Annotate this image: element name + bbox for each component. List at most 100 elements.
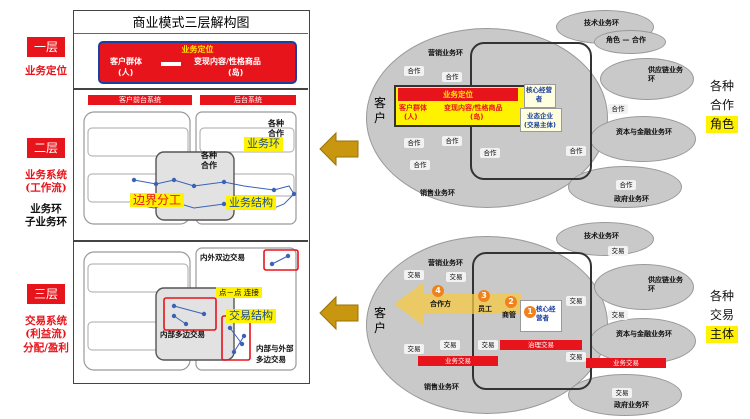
back-system-bar: 后台系统 bbox=[200, 95, 296, 105]
rb-merchant-label: 商管 bbox=[502, 311, 516, 319]
rb-step-3: 3 bbox=[478, 290, 490, 302]
positioning-right-1: 变现内容/性格商品 bbox=[194, 57, 261, 66]
rb-tech-label: 技术业务环 bbox=[584, 232, 619, 240]
layer2-caption-1: 业务系统 bbox=[25, 169, 67, 181]
rb-tech-ellipse bbox=[556, 222, 654, 256]
rb-right-label-1: 各种 bbox=[709, 289, 734, 303]
mid-coop-right-1: 各种 bbox=[268, 119, 284, 128]
rt-supply-ellipse bbox=[600, 58, 694, 100]
rb-gov-trade-bar: 治理交易 bbox=[500, 340, 582, 350]
layer1-caption: 业务定位 bbox=[25, 65, 67, 77]
rt-coop-4: 合作 bbox=[442, 136, 462, 146]
rb-step-1: 1 bbox=[524, 306, 536, 318]
rt-role-coop-label: 角色 — 合作 bbox=[606, 36, 646, 44]
rb-sales-label: 销售业务环 bbox=[424, 383, 459, 391]
arrow-top-icon bbox=[319, 131, 359, 167]
rt-right-label-3: 角色 bbox=[706, 116, 738, 133]
rb-partner-label: 合作方 bbox=[430, 300, 451, 308]
rt-coop-1: 合作 bbox=[404, 66, 424, 76]
rb-flow-arrow-icon bbox=[394, 282, 522, 326]
rt-core-mgr-box bbox=[524, 84, 556, 108]
rb-inner-frame bbox=[472, 252, 592, 390]
positioning-right-2: (岛) bbox=[228, 68, 244, 77]
layer3-caption-1: 交易系统 bbox=[25, 315, 67, 327]
rt-right-label-1: 各种 bbox=[709, 79, 734, 93]
layer1-tag: 一层 bbox=[27, 37, 65, 57]
rt-cust-group-1: 客户群体 bbox=[399, 104, 427, 112]
layer2-caption-3: 业务环 bbox=[30, 203, 62, 215]
rt-sales-label: 销售业务环 bbox=[420, 189, 455, 197]
inext-trade-label-2: 多边交易 bbox=[256, 355, 286, 364]
rb-trade-10: 交易 bbox=[612, 388, 632, 398]
positioning-left-2: (人) bbox=[118, 68, 134, 77]
mid-coop-left-2: 合作 bbox=[201, 161, 217, 170]
rt-coop-5: 合作 bbox=[410, 160, 430, 170]
rb-trade-4: 交易 bbox=[440, 340, 460, 350]
positioning-left-1: 客户群体 bbox=[110, 57, 142, 66]
boundary-label: 边界分工 bbox=[130, 193, 185, 207]
trade-structure-label: 交易结构 bbox=[226, 309, 276, 323]
rb-trade-2: 交易 bbox=[446, 272, 466, 282]
panel-divider-3 bbox=[74, 240, 308, 242]
rt-role-ellipse bbox=[594, 30, 666, 54]
business-structure-label: 业务结构 bbox=[226, 196, 276, 210]
positioning-header: 业务定位 bbox=[181, 45, 214, 54]
rb-trade-7: 交易 bbox=[566, 296, 586, 306]
p2p-label: 点－点 连接 bbox=[216, 287, 262, 298]
rb-trade-6: 交易 bbox=[608, 246, 628, 256]
rt-cust-group-2: (人) bbox=[404, 113, 418, 121]
rt-monetize-2: (岛) bbox=[470, 113, 484, 121]
rb-capital-label: 资本与金融业务环 bbox=[616, 330, 672, 338]
rt-coop-3: 合作 bbox=[404, 138, 424, 148]
rt-enterprise-box bbox=[520, 108, 562, 132]
rt-coop-7: 合作 bbox=[608, 104, 628, 114]
layer2-tag: 二层 bbox=[27, 138, 65, 158]
rb-supply-ellipse bbox=[594, 264, 694, 310]
rt-coop-9: 合作 bbox=[566, 146, 586, 156]
rb-core-mgr-label: 核心经营者 bbox=[536, 305, 556, 322]
rt-capital-ellipse bbox=[590, 116, 696, 162]
layer2-caption-2: (工作流) bbox=[25, 182, 67, 194]
rt-coop-2: 合作 bbox=[442, 72, 462, 82]
rb-step-2: 2 bbox=[505, 296, 517, 308]
inout-trade-label: 内外双边交易 bbox=[200, 253, 245, 262]
front-system-bar: 客户前台系统 bbox=[88, 95, 192, 105]
rb-marketing-label: 营销业务环 bbox=[428, 259, 463, 267]
rt-marketing-label: 营销业务环 bbox=[428, 49, 463, 57]
rt-positioning-inner bbox=[398, 88, 518, 101]
rt-capital-label: 资本与金融业务环 bbox=[616, 128, 672, 136]
panel-divider-2 bbox=[74, 88, 308, 90]
rt-gov-label: 政府业务环 bbox=[614, 195, 649, 203]
rb-trade-1: 交易 bbox=[404, 270, 424, 280]
transaction-system-diagram bbox=[83, 247, 299, 371]
business-ring-label: 业务环 bbox=[244, 137, 283, 151]
rb-trade-8: 交易 bbox=[608, 310, 628, 320]
panel-title: 商业模式三层解构图 bbox=[132, 16, 250, 31]
rt-customer-label: 客户 bbox=[374, 96, 387, 125]
rb-trade-5: 交易 bbox=[478, 340, 498, 350]
rt-enterprise-1: 业态企业 bbox=[527, 112, 553, 120]
rb-staff-label: 员工 bbox=[478, 305, 492, 313]
rt-tech-label: 技术业务环 bbox=[584, 19, 619, 27]
layer2-caption-4: 子业务环 bbox=[25, 216, 67, 228]
positioning-connector bbox=[161, 62, 181, 66]
layer3-caption-2: (利益流) bbox=[25, 328, 67, 340]
rb-right-label-2: 交易 bbox=[709, 308, 734, 322]
rb-capital-ellipse bbox=[590, 318, 696, 364]
rt-monetize-1: 变现内容/性格商品 bbox=[444, 104, 503, 112]
rb-main-ellipse bbox=[366, 236, 608, 414]
rb-gov-label: 政府业务环 bbox=[614, 401, 649, 409]
layer3-caption-3: 分配/盈利 bbox=[23, 342, 69, 354]
rb-step-4: 4 bbox=[432, 285, 444, 297]
rb-trade-3: 交易 bbox=[404, 344, 424, 354]
rb-trade-9: 交易 bbox=[566, 352, 586, 362]
rt-right-label-2: 合作 bbox=[709, 98, 734, 112]
rt-coop-8: 合作 bbox=[616, 180, 636, 190]
rb-right-label-3: 主体 bbox=[706, 326, 738, 343]
internal-trade-label: 内部多边交易 bbox=[160, 330, 205, 339]
rt-supply-label: 供应链业务环 bbox=[648, 66, 683, 83]
panel-divider-1 bbox=[74, 33, 308, 34]
rb-customer-label: 客户 bbox=[374, 306, 387, 335]
rb-biz-trade-bar: 业务交易 bbox=[418, 356, 498, 366]
mid-coop-left-1: 各种 bbox=[201, 151, 217, 160]
